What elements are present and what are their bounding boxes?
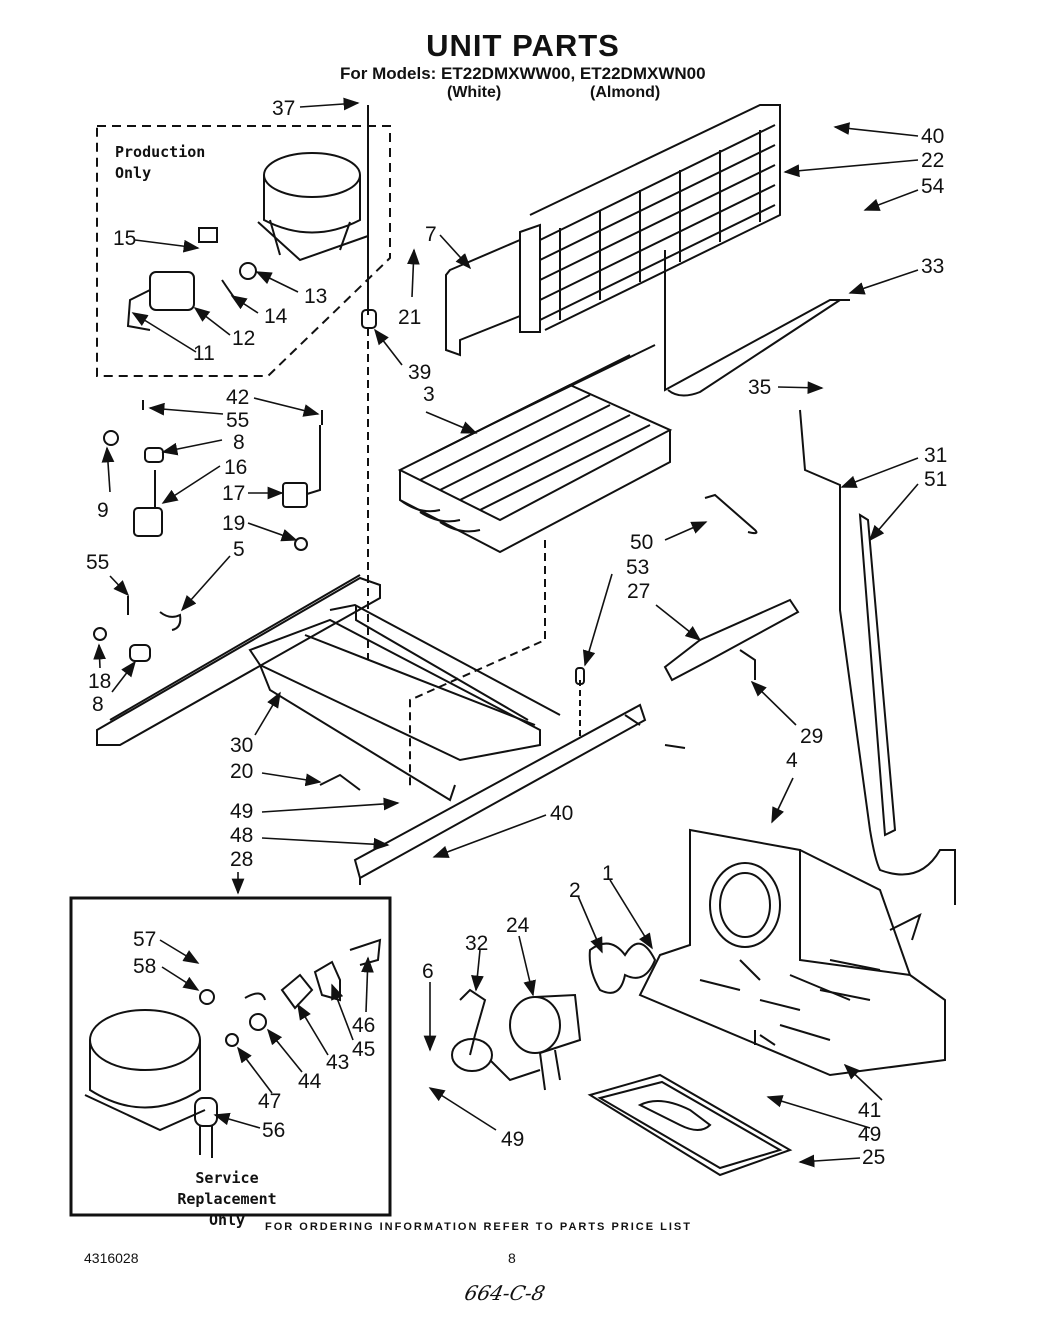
crossmember-48 [353,703,647,885]
callout-49b: 49 [858,1123,881,1146]
compressor-service-drawing [84,938,382,1158]
callout-17: 17 [222,482,245,505]
callout-14: 14 [264,305,288,328]
tube-31 [799,409,956,905]
callout-55b: 55 [86,551,109,574]
machine-compartment-base [638,828,946,1077]
callout-25: 25 [862,1146,885,1169]
callout-28: 28 [230,848,253,871]
callout-53: 53 [626,556,649,579]
callout-15: 15 [113,227,136,250]
callout-40b: 40 [550,802,573,825]
drier-27 [663,598,800,682]
callout-21: 21 [398,306,421,329]
callout-58: 58 [133,955,156,978]
callout-48: 48 [230,824,253,847]
callout-56: 56 [262,1119,285,1142]
callout-57: 57 [133,928,156,951]
callout-12: 12 [232,327,255,350]
relay-parts-drawing [126,227,237,331]
ordering-note: FOR ORDERING INFORMATION REFER TO PARTS … [265,1221,692,1233]
callout-5: 5 [233,538,245,561]
callout-49c: 49 [501,1128,524,1151]
callout-16: 16 [224,456,247,479]
motor-mount-32 [451,988,541,1082]
callout-43: 43 [326,1051,349,1074]
callout-8: 8 [233,431,245,454]
callout-33: 33 [921,255,944,278]
tube-51 [858,513,897,837]
base-frame-drawing [96,574,561,802]
drain-heater-33 [664,250,850,392]
callout-6: 6 [422,960,434,983]
callout-2: 2 [569,879,581,902]
color-white-label: (White) [447,84,502,101]
production-only-box [96,125,391,377]
callout-37: 37 [272,97,295,120]
callout-50: 50 [630,531,653,554]
callout-4: 4 [786,749,798,772]
production-only-label: Production Only [115,143,206,182]
callout-3: 3 [423,383,435,406]
callout-35: 35 [748,376,771,399]
callout-29: 29 [800,725,823,748]
page-title: UNIT PARTS [426,28,620,63]
callout-44: 44 [298,1070,322,1093]
callout-41: 41 [858,1099,881,1122]
callout-42: 42 [226,386,249,409]
document-number: 4316028 [84,1250,139,1266]
callout-32: 32 [465,932,488,955]
model-numbers: For Models: ET22DMXWW00, ET22DMXWN00 [340,64,706,83]
page-number: 8 [508,1250,516,1266]
callout-55: 55 [226,409,249,432]
fan-motor-24 [509,993,582,1091]
callout-27: 27 [627,580,650,603]
callout-20: 20 [230,760,253,783]
service-replacement-box [69,896,392,1217]
callout-24: 24 [506,914,530,937]
callout-18: 18 [88,670,111,693]
callout-30: 30 [230,734,253,757]
color-almond-label: (Almond) [590,84,661,101]
fan-blade-2 [588,942,657,994]
callout-8b: 8 [92,693,104,716]
compressor-production-drawing [239,152,369,280]
callout-11: 11 [193,342,215,365]
callout-9: 9 [97,499,109,522]
callout-46: 46 [352,1014,375,1037]
callout-49: 49 [230,800,253,823]
evaporator-drawing [397,344,673,554]
left-bracket-parts [93,400,323,662]
condenser-drawing [519,104,781,333]
bracket-7 [445,238,521,357]
drain-pan-25 [587,1073,793,1177]
callout-19: 19 [222,512,245,535]
hook-50 [704,493,758,535]
callout-39: 39 [408,361,431,384]
callout-7: 7 [425,223,437,246]
callout-51: 51 [924,468,947,491]
callout-1: 1 [602,862,614,885]
callout-labels: 37 40 22 54 7 33 15 13 14 12 11 21 39 35… [86,97,947,1169]
callout-31: 31 [924,444,947,467]
callout-47: 47 [258,1090,281,1113]
service-replacement-label: Service Replacement Only [177,1169,277,1229]
callout-13: 13 [304,285,327,308]
callout-54: 54 [921,175,945,198]
callout-40: 40 [921,125,944,148]
callout-22: 22 [921,149,944,172]
callout-45: 45 [352,1038,375,1061]
